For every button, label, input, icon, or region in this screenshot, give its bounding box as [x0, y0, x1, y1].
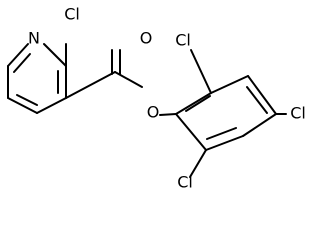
bond-c4prime-c5prime: [242, 113, 277, 137]
bond-layer: [7, 43, 287, 178]
bond-c2-n1: [43, 43, 67, 67]
bond-c3-carbonyl-carbon: [65, 71, 116, 99]
bond-n1-c6: [7, 43, 29, 67]
bond-c5-c4: [7, 97, 38, 114]
bond-c6prime-c1prime: [175, 113, 207, 151]
bond-c3prime-c4prime-inner: [246, 86, 268, 114]
bond-c5prime-c6prime-inner: [206, 127, 237, 140]
atom-label-cl-pyridine: Cl: [64, 5, 80, 24]
bond-c1prime-c2prime: [175, 92, 212, 115]
bond-c5prime-c6prime: [205, 135, 244, 151]
bond-c5-c4-inner: [16, 94, 38, 106]
atom-label-o-carbonyl: O: [140, 29, 153, 48]
atom-label-cl-phenyl-right: Cl: [290, 104, 306, 123]
chemical-structure-canvas: N Cl O O Cl Cl Cl: [7, 4, 306, 192]
bond-ester-oxygen-c1prime: [159, 113, 177, 116]
bond-c1prime-c2prime-inner: [185, 95, 211, 112]
atom-label-layer: N Cl O O Cl Cl Cl: [28, 5, 306, 192]
atom-label-n1: N: [28, 29, 40, 48]
bond-c4-c3: [36, 97, 67, 114]
bond-c2prime-cl-top: [190, 49, 212, 94]
atom-label-cl-phenyl-top: Cl: [175, 31, 191, 50]
bond-c6prime-cl-bottom: [189, 149, 207, 178]
bond-carbonyl-carbon-ester-oxygen: [114, 71, 143, 88]
chemical-structure-diagram: N Cl O O Cl Cl Cl: [7, 5, 306, 192]
bond-n1-c6-inner: [13, 53, 31, 73]
bond-c2prime-c3prime: [210, 75, 249, 94]
atom-label-cl-phenyl-bottom: Cl: [177, 173, 193, 192]
atom-label-o-ester: O: [147, 103, 160, 122]
bond-c3prime-c4prime: [247, 75, 277, 115]
